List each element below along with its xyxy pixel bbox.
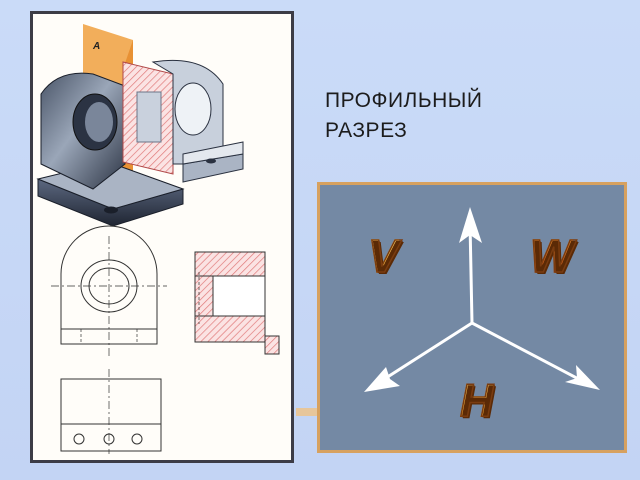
- projection-planes-diagram: V W H: [317, 182, 627, 453]
- slide-title-line-2: РАЗРЕЗ: [325, 119, 408, 142]
- top-view: [60, 369, 162, 454]
- slide-title-line-1: ПРОФИЛЬНЫЙ: [325, 89, 483, 112]
- connector-bar: [296, 408, 318, 416]
- technical-drawing: [36, 24, 280, 454]
- plane-v-label: V: [367, 229, 399, 283]
- technical-drawing-panel: А: [30, 11, 294, 463]
- front-view: [51, 225, 167, 359]
- slide-title: ПРОФИЛЬНЫЙ РАЗРЕЗ: [325, 86, 482, 146]
- profile-section-view: [194, 251, 280, 355]
- plane-h-label: H: [459, 373, 494, 427]
- arrowhead-left: [364, 367, 400, 392]
- arrowhead-up: [459, 207, 482, 243]
- axis-right: [470, 321, 592, 387]
- arrowhead-right: [565, 365, 600, 390]
- section-plane-label: А: [93, 41, 101, 52]
- axes-arrows: [364, 207, 600, 392]
- axis-left: [373, 321, 474, 387]
- axis-up: [468, 221, 474, 325]
- plane-w-label: W: [529, 229, 574, 283]
